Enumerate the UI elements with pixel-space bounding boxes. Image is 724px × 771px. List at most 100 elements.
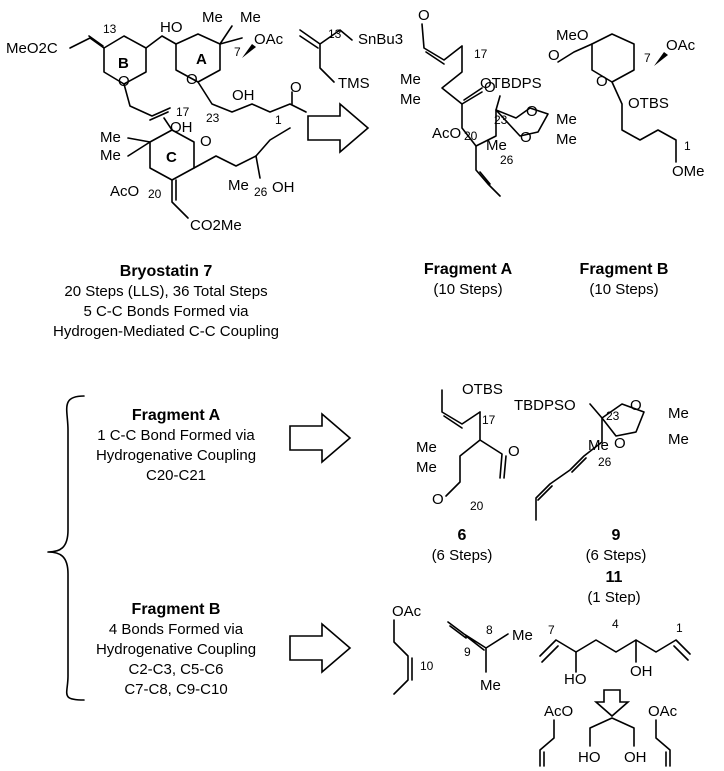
allene-me-1: Me: [512, 627, 533, 644]
ring-a-label: A: [196, 51, 207, 68]
cmpd9-dioxolane-o1: O: [630, 397, 642, 414]
compound-9-number: 9: [612, 527, 621, 544]
compound-6-structure: OTBS 17 Me Me O O 20: [416, 381, 520, 513]
meo2c-label: MeO2C: [6, 40, 58, 57]
frag-b-otbs-label: OTBS: [628, 95, 669, 112]
frag-a-dioxolane-o2: O: [520, 129, 532, 146]
retro-arrow-mid: [289, 412, 352, 464]
bryo-oh-c19-label: OH: [170, 119, 193, 136]
bottom-b-title: Fragment B: [132, 601, 221, 618]
frag-a-c23-label: 23: [494, 113, 508, 127]
allene-structure: 8 9 Me Me: [447, 621, 533, 694]
bryo-c23-label: 23: [206, 111, 220, 125]
cmpd9-me-3: Me: [588, 437, 609, 454]
bottom-ho-label: HO: [578, 749, 601, 766]
bottom-a-line-1: 1 C-C Bond Formed via: [97, 427, 255, 444]
frag-a-c17-label: 17: [474, 47, 488, 61]
left-brace: [47, 395, 85, 701]
cmpd11-c1-label: 1: [676, 621, 683, 635]
bryostatin-title: Bryostatin 7: [120, 263, 213, 280]
allene-c9-label: 9: [464, 645, 471, 659]
allyl-c10-label: 10: [420, 659, 434, 673]
bryo-oh-c26-label: OH: [272, 179, 295, 196]
cmpd6-ketone-o: O: [508, 443, 520, 460]
frag-a-me-5: Me: [486, 137, 507, 154]
compound-11-structure: 7 4 1 HO OH: [539, 617, 691, 688]
bryo-c26-label: 26: [254, 185, 268, 199]
allene-me-2: Me: [480, 677, 501, 694]
bryo-c20-label: 20: [148, 187, 162, 201]
bryostatin-line-2: 5 C-C Bonds Formed via: [83, 303, 249, 320]
compound-9-structure: TBDPSO 23 O O Me Me Me 26: [514, 397, 689, 521]
bryo-c1-label: 1: [275, 113, 282, 127]
bryo-oac-label: OAc: [254, 31, 284, 48]
frag-a-c26-label: 26: [500, 153, 514, 167]
frag-b-meo-label: MeO: [556, 27, 589, 44]
retro-arrow-bottom: [289, 622, 352, 674]
frag-b-ring-o: O: [596, 73, 608, 90]
bottom-aco-label: AcO: [544, 703, 573, 720]
bryo-aco-label: AcO: [110, 183, 139, 200]
reagent-structure: 13 SnBu3 TMS: [299, 27, 403, 92]
frag-b-c1-label: 1: [684, 139, 691, 153]
cmpd6-me-2: Me: [416, 459, 437, 476]
bryo-me-label-3: Me: [100, 129, 121, 146]
frag-a-c20-label: 20: [464, 129, 478, 143]
cmpd6-me-1: Me: [416, 439, 437, 456]
bryostatin-line-1: 20 Steps (LLS), 36 Total Steps: [64, 283, 267, 300]
frag-a-dioxolane-o1: O: [526, 103, 538, 120]
bottom-fragment-b-text: Fragment B 4 Bonds Formed via Hydrogenat…: [96, 601, 256, 698]
ring-c-label: C: [166, 149, 177, 166]
fragment-a-steps: (10 Steps): [433, 281, 502, 298]
bryostatin-structure: MeO2C 13 B O A O HO Me Me 7 OAc OH O 1 1…: [6, 9, 307, 234]
bottom-fragment-a-text: Fragment A 1 C-C Bond Formed via Hydroge…: [96, 407, 256, 484]
frag-b-oac-label: OAc: [666, 37, 696, 54]
bryo-me-label-5: Me: [228, 177, 249, 194]
ring-a-oxygen: O: [186, 71, 198, 88]
frag-a-ketone-o: O: [484, 79, 496, 96]
allyl-acetate-structure: OAc 10: [392, 603, 434, 695]
cmpd11-c4-label: 4: [612, 617, 619, 631]
compound-9-steps: (6 Steps): [586, 547, 647, 564]
reagent-sn-label: SnBu3: [358, 31, 403, 48]
cmpd11-c7-label: 7: [548, 623, 555, 637]
frag-b-c7-label: 7: [644, 51, 651, 65]
compound-6-number: 6: [458, 527, 467, 544]
ring-b-label: B: [118, 55, 129, 72]
bottom-a-line-3: C20-C21: [146, 467, 206, 484]
bryo-co2me-label: CO2Me: [190, 217, 242, 234]
bottom-b-line-4: C7-C8, C9-C10: [124, 681, 227, 698]
bryo-c17-label: 17: [176, 105, 190, 119]
compound-11-number: 11: [606, 569, 623, 586]
cmpd11-ho-label: HO: [564, 671, 587, 688]
reagent-c13-label: 13: [328, 27, 342, 41]
fragment-a-structure: O 17 Me Me O AcO 20 OTBDPS 23 O O Me Me …: [400, 7, 577, 197]
bottom-a-title: Fragment A: [132, 407, 221, 424]
allyl-oac-label: OAc: [392, 603, 422, 620]
fragment-b-steps: (10 Steps): [589, 281, 658, 298]
cmpd9-tbdpso-label: TBDPSO: [514, 397, 576, 414]
bottom-b-line-2: Hydrogenative Coupling: [96, 641, 256, 658]
bryostatin-caption: Bryostatin 7 20 Steps (LLS), 36 Total St…: [53, 263, 279, 340]
bryo-me-label-1: Me: [202, 9, 223, 26]
fragment-b-structure: O MeO O 7 OAc OTBS 1 OMe: [548, 27, 705, 180]
frag-a-me-1: Me: [400, 71, 421, 88]
frag-a-aco-label: AcO: [432, 125, 461, 142]
bryo-me-label-4: Me: [100, 147, 121, 164]
bottom-b-line-3: C2-C3, C5-C6: [128, 661, 223, 678]
bryo-ho-label: HO: [160, 19, 183, 36]
lactone-oxygen: O: [290, 79, 302, 96]
retro-arrow-down: [593, 689, 631, 718]
ring-b-oxygen: O: [118, 73, 130, 90]
compound-11-steps: (1 Step): [587, 589, 640, 606]
cmpd9-dioxolane-o2: O: [614, 435, 626, 452]
reagent-tms-label: TMS: [338, 75, 370, 92]
fragment-b-title: Fragment B: [580, 261, 669, 278]
bryo-c7-label: 7: [234, 45, 241, 59]
bottom-a-line-2: Hydrogenative Coupling: [96, 447, 256, 464]
frag-a-me-2: Me: [400, 91, 421, 108]
cmpd6-aldehyde-o: O: [432, 491, 444, 508]
cmpd6-otbs-label: OTBS: [462, 381, 503, 398]
ring-c-oxygen: O: [200, 133, 212, 150]
